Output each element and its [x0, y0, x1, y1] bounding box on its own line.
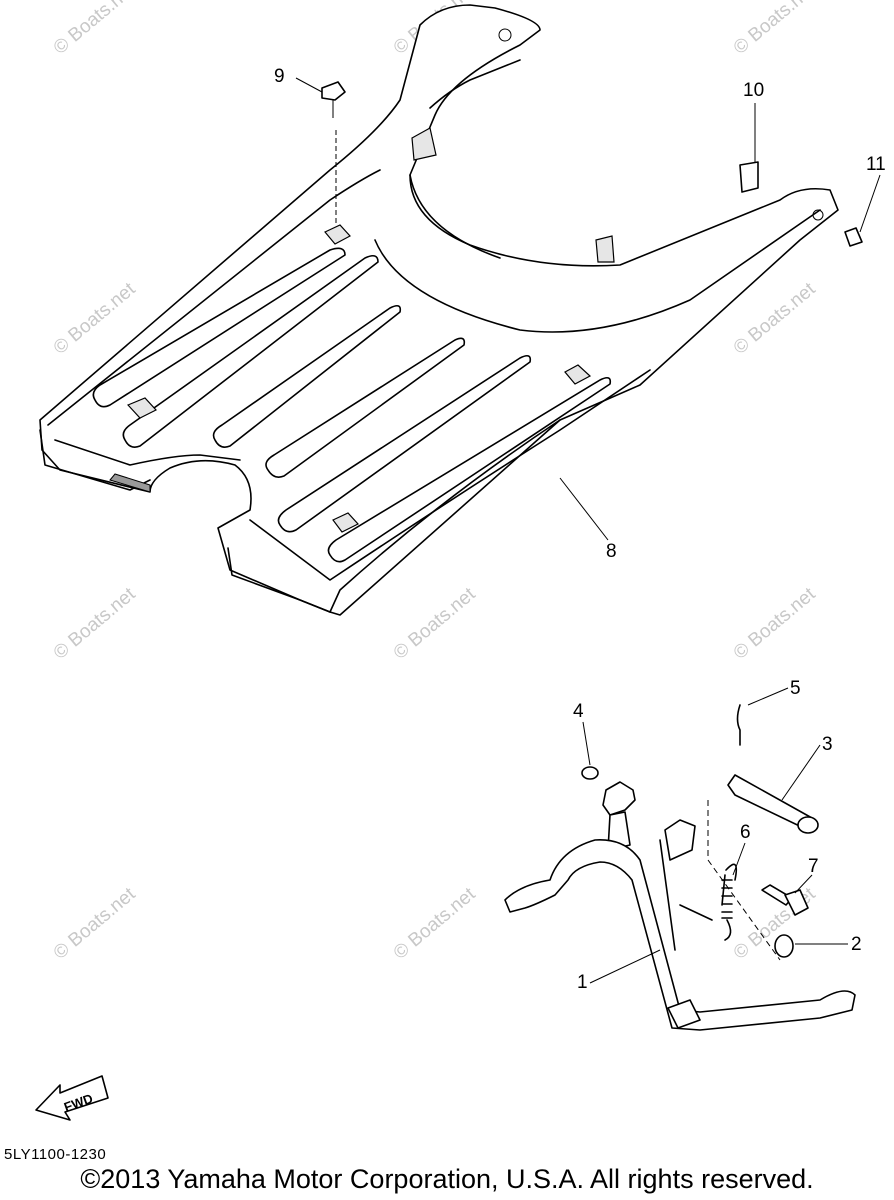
- callout-1: 1: [577, 972, 588, 993]
- callout-7: 7: [808, 856, 819, 877]
- callout-5: 5: [790, 678, 801, 699]
- watermark: © Boats.net: [50, 583, 140, 664]
- watermark: © Boats.net: [50, 883, 140, 964]
- watermark: © Boats.net: [50, 0, 140, 59]
- watermark: © Boats.net: [390, 583, 480, 664]
- callout-10: 10: [743, 80, 764, 101]
- callout-8: 8: [606, 541, 617, 562]
- side-stand-assembly: [504, 704, 856, 1031]
- callout-9: 9: [274, 66, 285, 87]
- callout-6: 6: [740, 822, 751, 843]
- callout-4: 4: [573, 701, 584, 722]
- copyright-notice: ©2013 Yamaha Motor Corporation, U.S.A. A…: [80, 1164, 814, 1194]
- washer-part-4: [581, 766, 599, 780]
- callout-11: 11: [866, 154, 886, 175]
- diagram-code: 5LY1100-1230: [4, 1146, 107, 1163]
- spring-part-6: [721, 863, 738, 941]
- callout-3: 3: [822, 734, 833, 755]
- footboard-part-8: [39, 4, 839, 616]
- callout-group: 9 10 11 8 5 4 3 6 7 2 1: [274, 66, 886, 993]
- watermark: © Boats.net: [730, 0, 820, 59]
- watermark: © Boats.net: [730, 583, 820, 664]
- fwd-arrow: FWD: [35, 1075, 109, 1121]
- callout-2: 2: [851, 934, 862, 955]
- cap-part-2: [774, 934, 794, 958]
- watermark: © Boats.net: [390, 883, 480, 964]
